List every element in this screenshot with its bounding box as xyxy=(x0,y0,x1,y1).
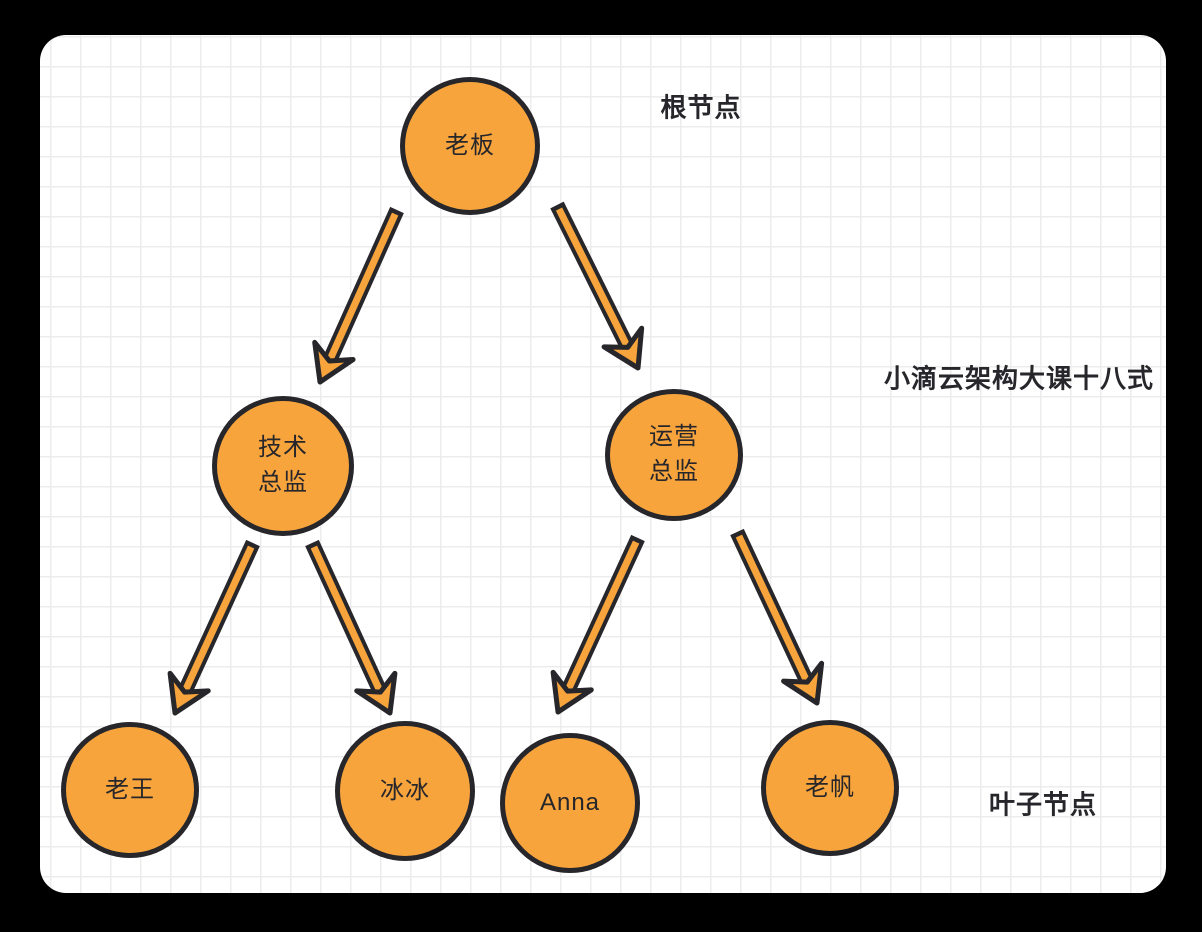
node-label: Anna xyxy=(539,788,601,816)
node-laowang: 老王 xyxy=(61,722,199,858)
node-label: 技术 xyxy=(258,434,308,462)
grid-canvas xyxy=(40,35,1166,893)
node-label: 老王 xyxy=(105,775,155,803)
node-boss: 老板 xyxy=(400,77,540,215)
node-laofan: 老帆 xyxy=(761,720,899,856)
node-label: 老板 xyxy=(445,131,495,159)
node-anna: Anna xyxy=(500,733,640,873)
node-label: 总监 xyxy=(649,458,699,485)
node-ops-director: 运营总监 xyxy=(605,389,743,521)
node-label: 冰冰 xyxy=(380,776,430,804)
node-label: 运营 xyxy=(649,423,699,451)
node-bingbing: 冰冰 xyxy=(335,721,475,861)
node-label: 总监 xyxy=(258,469,308,496)
root-note-label: 根节点 xyxy=(660,92,742,123)
node-tech-director: 技术总监 xyxy=(212,396,354,536)
leaf-note-label: 叶子节点 xyxy=(988,789,1098,820)
node-label: 老帆 xyxy=(805,773,855,801)
course-watermark-label: 小滴云架构大课十八式 xyxy=(883,363,1155,394)
